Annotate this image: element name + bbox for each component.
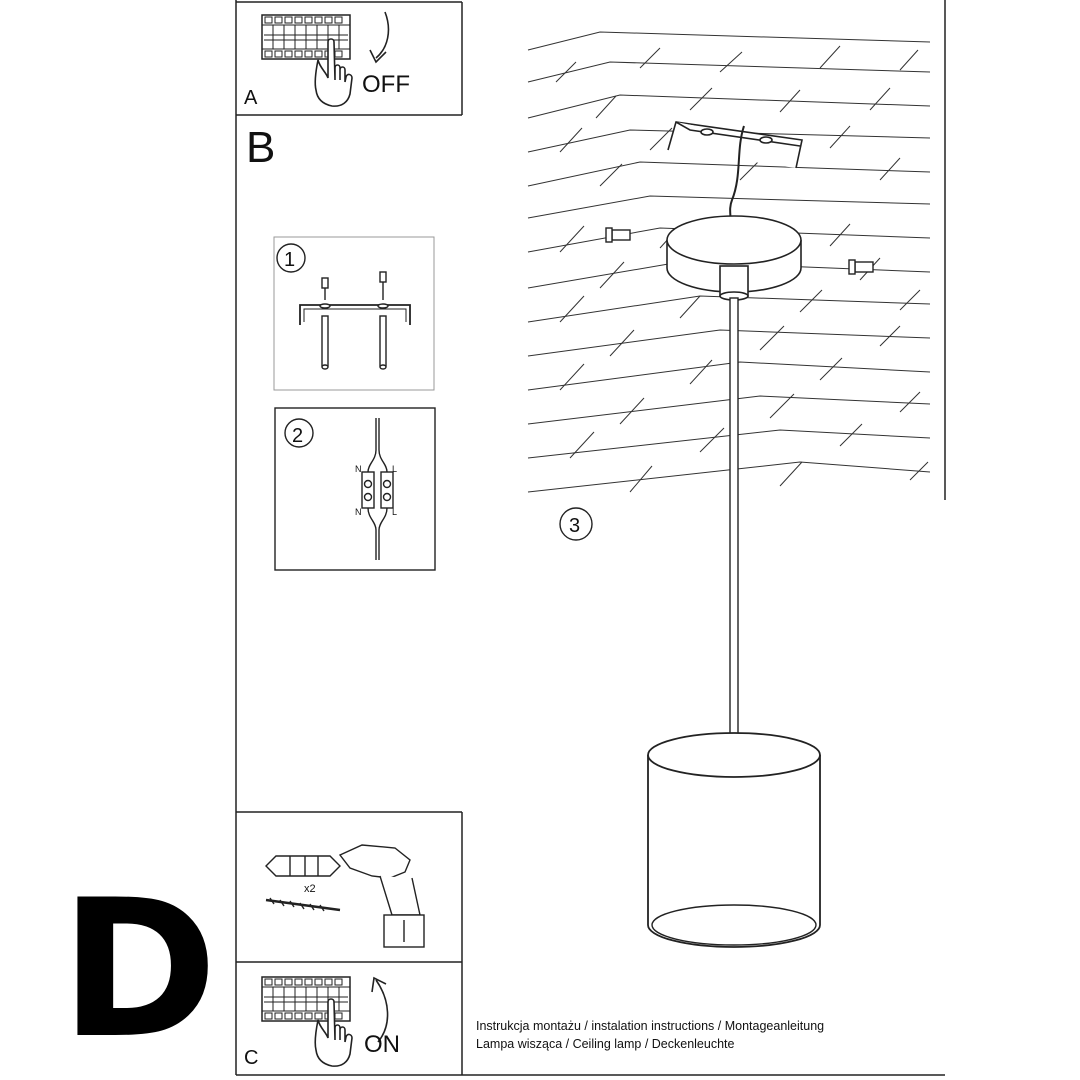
on-label: ON [364,1031,400,1058]
step3-number: 3 [569,515,580,537]
variant-letter: D [60,859,218,1080]
section-a-breaker-off [261,11,390,107]
section-b-label: B [246,123,275,172]
off-label: OFF [362,71,410,98]
wire-l-bottom: L [392,507,397,517]
frame [235,0,946,1076]
section-a-label: A [244,87,258,109]
step1-bracket-box [273,236,435,391]
quantity-label: x2 [304,883,316,895]
wire-n-bottom: N [355,507,362,517]
section-c-breaker-on [261,976,389,1067]
wire-n-top: N [355,464,362,474]
step1-number: 1 [284,249,295,271]
footer-line-2: Lampa wisząca / Ceiling lamp / Deckenleu… [476,1037,735,1051]
section-c-label: C [244,1047,258,1069]
wire-l-top: L [392,464,397,474]
step2-number: 2 [292,425,303,447]
footer-line-1: Instrukcja montażu / instalation instruc… [476,1019,825,1033]
section-c-drill [265,844,425,948]
step2-wiring-box [274,407,436,571]
step3-lamp-assembly [559,121,874,948]
